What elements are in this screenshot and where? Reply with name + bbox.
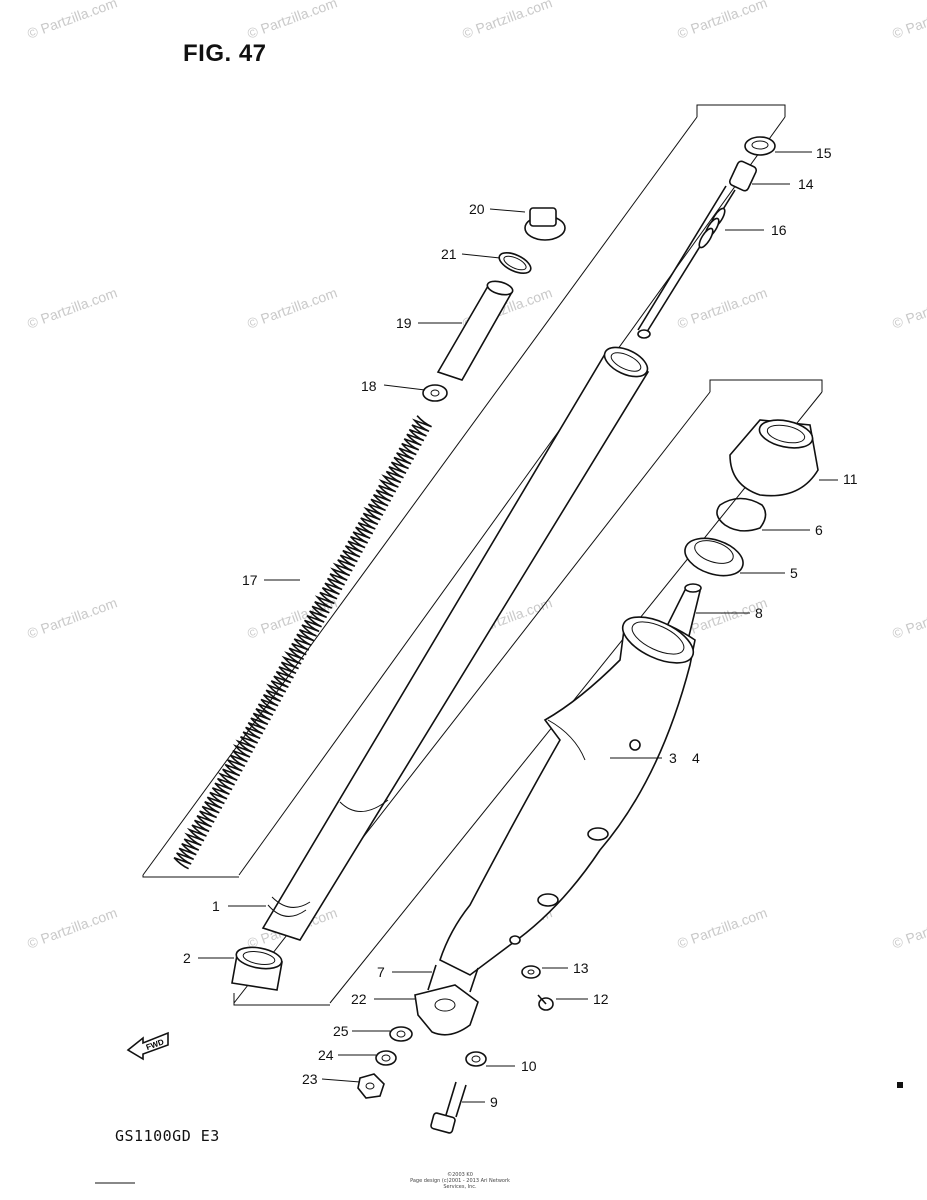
group-frame-upper-diag-a [142, 116, 698, 876]
part-24-washer[interactable] [375, 1050, 397, 1066]
callout-12: 12 [593, 991, 609, 1007]
callout-11: 11 [843, 471, 858, 487]
callout-8: 8 [755, 605, 763, 621]
fwd-arrow-icon: FWD [126, 1031, 169, 1061]
callout-23: 23 [302, 1071, 318, 1087]
model-code: GS1100GD E3 [115, 1127, 220, 1145]
part-25-washer[interactable] [389, 1026, 413, 1042]
callout-15: 15 [816, 145, 832, 161]
part-10-washer[interactable] [465, 1051, 487, 1067]
callout-19: 19 [396, 315, 412, 331]
part-2-bushing[interactable] [231, 944, 283, 991]
part-7-stud[interactable] [427, 964, 479, 993]
group-frame-lower [709, 379, 823, 392]
callout-24: 24 [318, 1047, 334, 1063]
part-15-washer[interactable] [744, 136, 776, 156]
callout-21: 21 [441, 246, 457, 262]
part-1-inner-tube[interactable] [261, 341, 652, 941]
callout-4: 4 [692, 750, 700, 766]
part-3-4-outer-tube[interactable] [439, 608, 700, 976]
part-5-oil-seal[interactable] [680, 532, 748, 583]
group-frame-upper [696, 104, 786, 117]
callout-6: 6 [815, 522, 823, 538]
leader-lines [198, 151, 838, 1103]
callout-1: 1 [212, 898, 220, 914]
corner-mark [897, 1082, 903, 1088]
callout-13: 13 [573, 960, 589, 976]
group-frame-lower-base [233, 993, 330, 1006]
part-12-screw[interactable] [537, 994, 554, 1011]
figure-title: FIG. 47 [183, 40, 267, 67]
part-6-stopper-ring[interactable] [716, 497, 767, 532]
footer-line-2: Page design (c)2001 - 2013 Ari Network S… [410, 1178, 510, 1190]
callout-3: 3 [669, 750, 677, 766]
part-13-washer[interactable] [521, 965, 541, 979]
part-11-dust-seal[interactable] [729, 416, 819, 497]
part-21-o-ring[interactable] [496, 249, 534, 278]
part-20-cap-bolt[interactable] [524, 207, 566, 241]
callout-labels: 15 14 16 20 21 19 18 17 11 6 5 8 3 4 1 2… [183, 145, 858, 1110]
part-16-damper-rod[interactable] [637, 185, 736, 339]
part-9-bolt[interactable] [430, 1081, 467, 1134]
callout-25: 25 [333, 1023, 349, 1039]
part-19-spacer[interactable] [436, 279, 514, 381]
callout-10: 10 [521, 1058, 537, 1074]
part-14-rod-bolt[interactable] [728, 160, 758, 192]
part-22-axle-holder[interactable] [414, 984, 479, 1036]
group-frame-lower-diag-b [329, 391, 823, 1004]
callout-22: 22 [351, 991, 367, 1007]
footer-line-1: ©2003 K0 [447, 1172, 473, 1178]
group-frame-upper-diag-b [238, 116, 786, 876]
part-17-spring[interactable] [173, 415, 432, 870]
callout-20: 20 [469, 201, 485, 217]
callout-18: 18 [361, 378, 377, 394]
callout-2: 2 [183, 950, 191, 966]
part-23-nut[interactable] [357, 1073, 385, 1099]
callout-9: 9 [490, 1094, 498, 1110]
callout-16: 16 [771, 222, 787, 238]
callout-14: 14 [798, 176, 814, 192]
callout-17: 17 [242, 572, 258, 588]
callout-7: 7 [377, 964, 385, 980]
group-frame-upper-base [142, 875, 239, 878]
footer-credit: ©2003 K0 Page design (c)2001 - 2013 Ari … [400, 1172, 520, 1190]
part-18-washer[interactable] [422, 384, 448, 402]
callout-5: 5 [790, 565, 798, 581]
